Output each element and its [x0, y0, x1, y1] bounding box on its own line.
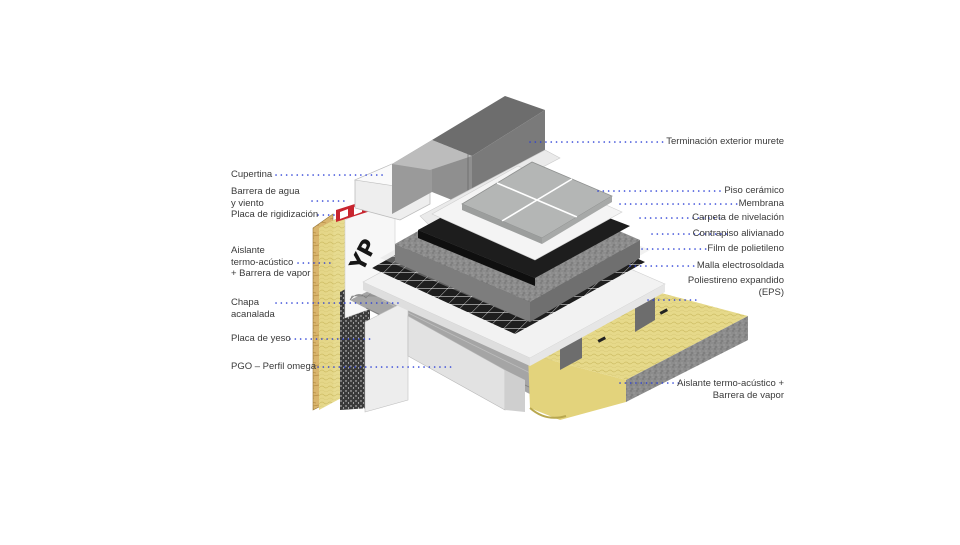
label-line: acanalada — [231, 308, 275, 320]
label-line: Barrera de agua — [231, 186, 300, 197]
label-line: Barrera de vapor — [712, 389, 784, 401]
label-leveling-screed: Carpeta de nivelación — [692, 212, 784, 224]
label-ceramic-floor: Piso cerámico — [724, 185, 784, 197]
label-line: Film de polietileno — [707, 243, 784, 254]
label-line: Contrapiso alivianado — [692, 228, 784, 239]
label-lightweight-screed: Contrapiso alivianado — [693, 228, 784, 240]
label-line: Placa de rigidización — [231, 209, 319, 220]
label-line: Placa de yeso — [231, 333, 291, 344]
label-welded-mesh: Malla electrosoldada — [697, 260, 784, 272]
label-line: Piso cerámico — [724, 185, 784, 196]
label-parapet-finish: Terminación exterior murete — [666, 136, 784, 148]
label-line: Cupertina — [231, 169, 273, 180]
label-line: (EPS) — [758, 286, 784, 298]
label-line: y viento — [231, 197, 264, 209]
label-omega-profile: PGO – Perfil omega — [231, 361, 316, 373]
label-gypsum-board: Placa de yeso — [231, 333, 291, 345]
label-line: Poliestireno expandido — [687, 275, 784, 286]
label-polyethylene-film: Film de polietileno — [707, 243, 784, 255]
label-line: Aislante — [231, 245, 265, 256]
label-eps: Poliestireno expandido (EPS) — [688, 275, 784, 298]
label-rigidization-board: Placa de rigidización — [231, 209, 318, 221]
label-line: Aislante termo-acústico + — [677, 378, 784, 389]
label-membrane: Membrana — [739, 198, 784, 210]
label-roof-insulation: Aislante termo-acústico + Barrera de vap… — [677, 378, 784, 401]
label-line: termo-acústico — [231, 256, 294, 268]
label-line: + Barrera de vapor — [231, 268, 311, 279]
label-corrugated-sheet: Chapa acanalada — [231, 297, 275, 320]
label-line: Membrana — [738, 198, 784, 209]
label-line: Malla electrosoldada — [696, 260, 784, 271]
label-water-wind-barrier: Barrera de agua y viento — [231, 186, 300, 209]
parapet-top — [432, 96, 545, 156]
label-cupertina: Cupertina — [231, 169, 272, 181]
gypsum-board — [364, 299, 409, 413]
label-line: Chapa — [231, 297, 259, 308]
wall-insulation — [319, 214, 345, 410]
label-line: PGO – Perfil omega — [231, 361, 317, 372]
label-line: Terminación exterior murete — [666, 136, 784, 147]
label-line: Carpeta de nivelación — [692, 212, 784, 223]
label-wall-insulation: Aislante termo-acústico + Barrera de vap… — [231, 245, 310, 280]
